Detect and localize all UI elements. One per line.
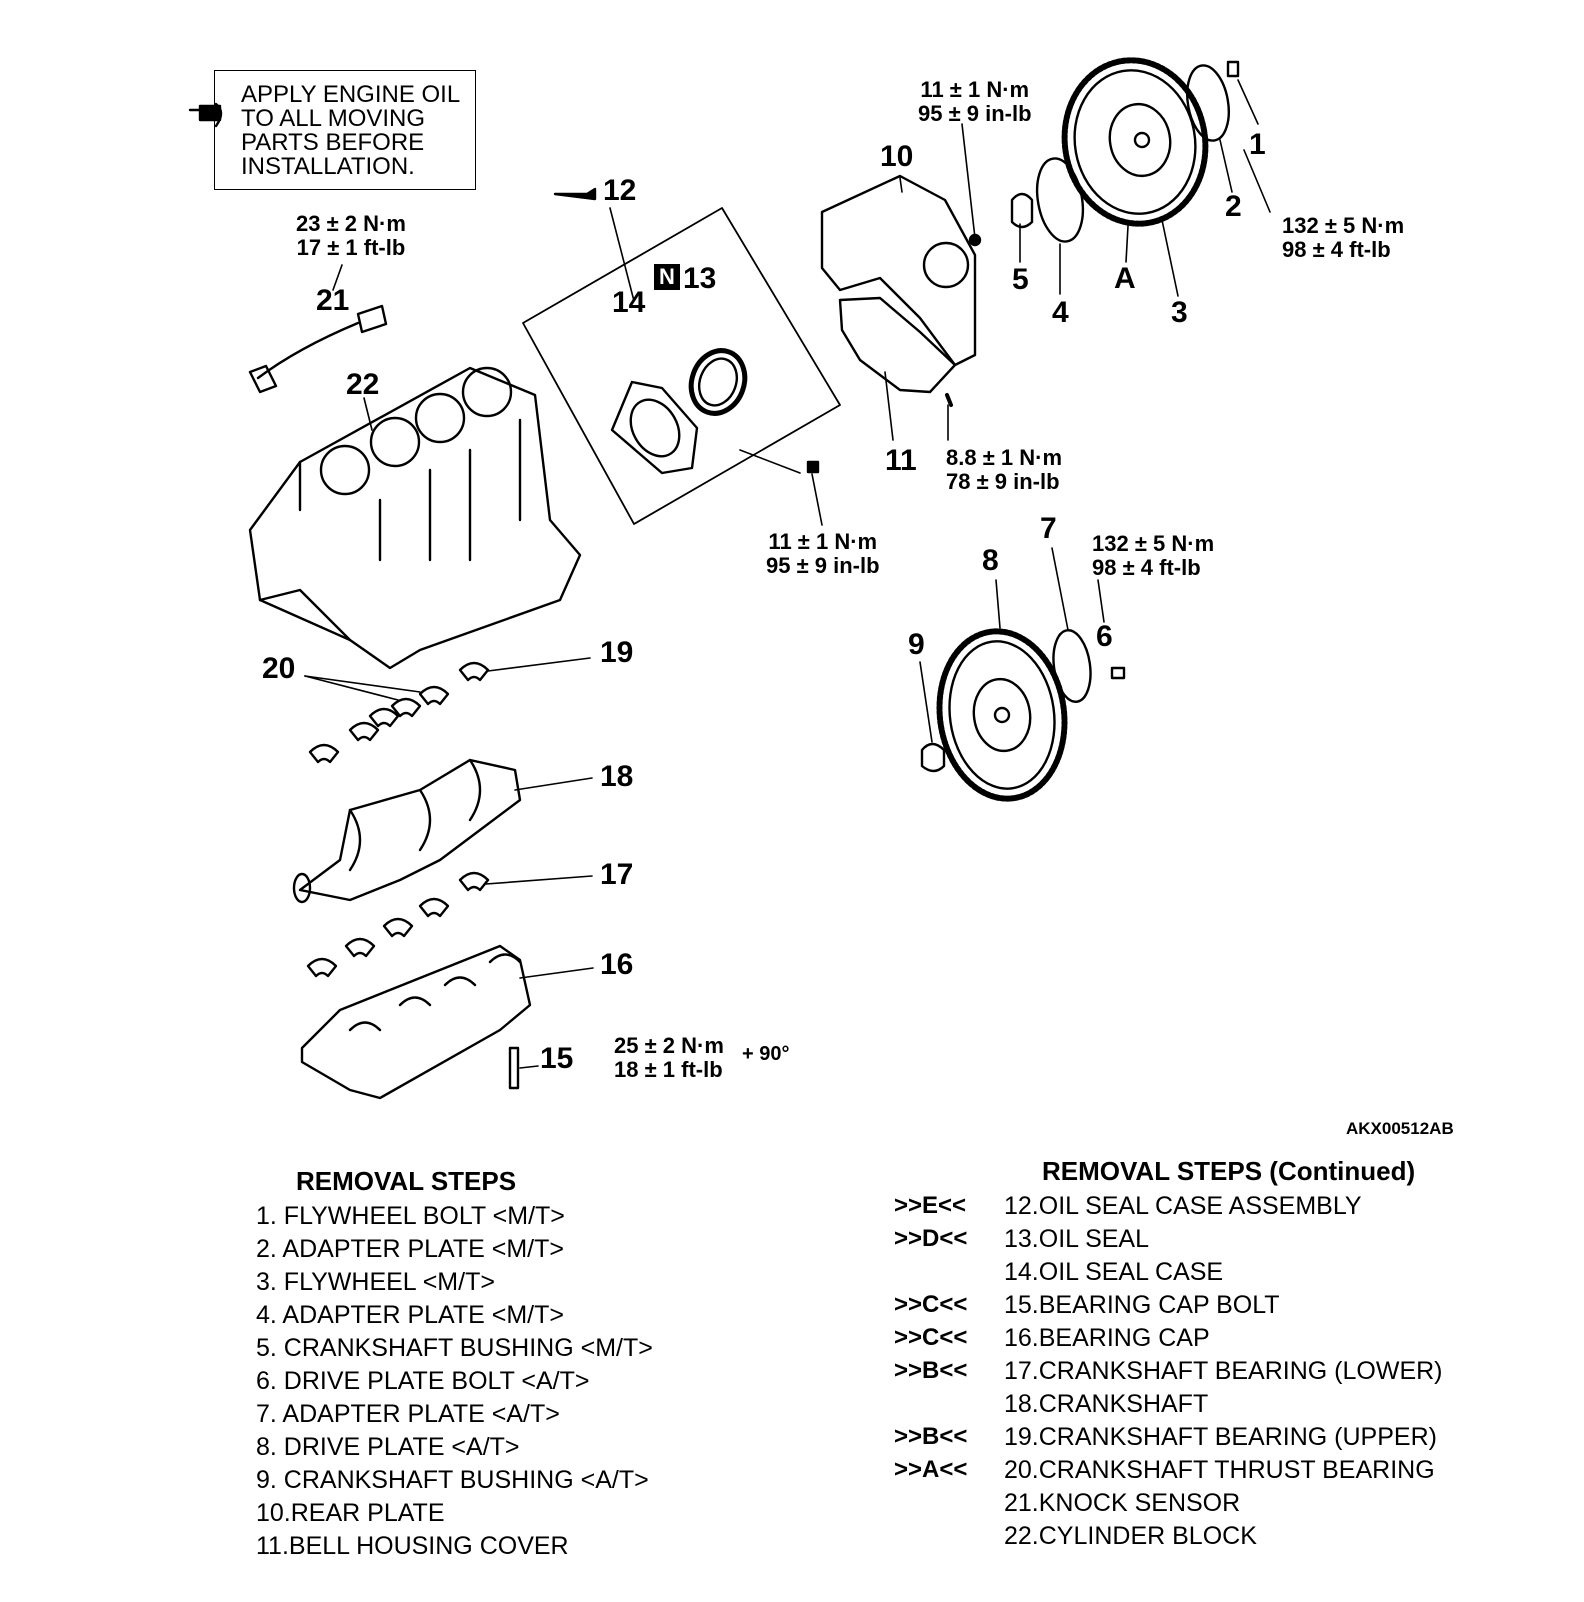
oil-seal-case-pin — [553, 187, 597, 201]
step-reference: >>C<< — [894, 1291, 968, 1318]
callout-16: 16 — [600, 948, 634, 981]
torque-angle-bearing-cap-bolt: + 90° — [742, 1043, 790, 1065]
cylinder-block — [248, 366, 582, 670]
callout-letter-a: A — [1114, 262, 1136, 295]
step-reference: >>D<< — [894, 1225, 968, 1252]
removal-step: 17.CRANKSHAFT BEARING (LOWER) — [1004, 1357, 1443, 1385]
removal-step: 1. FLYWHEEL BOLT <M/T> — [256, 1202, 565, 1230]
removal-step: 8. DRIVE PLATE <A/T> — [256, 1433, 520, 1461]
callout-13: 13 — [683, 262, 717, 295]
new-part-badge: N — [654, 264, 680, 290]
removal-step: 18.CRANKSHAFT — [1004, 1390, 1209, 1418]
callout-5: 5 — [1012, 263, 1029, 296]
callout-14: 14 — [612, 286, 646, 319]
callout-7: 7 — [1040, 512, 1057, 545]
callout-17: 17 — [600, 858, 634, 891]
bearing-cap — [300, 944, 532, 1100]
callout-19: 19 — [600, 636, 634, 669]
removal-step: 19.CRANKSHAFT BEARING (UPPER) — [1004, 1423, 1437, 1451]
callout-4: 4 — [1052, 296, 1069, 329]
step-reference: >>E<< — [894, 1192, 967, 1219]
adapter-plate-2 — [1186, 64, 1230, 142]
crankshaft-bushing-5 — [1010, 192, 1034, 229]
drive-plate — [936, 628, 1068, 802]
step-reference: >>B<< — [894, 1357, 968, 1384]
removal-step: 4. ADAPTER PLATE <M/T> — [256, 1301, 564, 1329]
oil-seal-case — [610, 380, 699, 475]
callout-21: 21 — [316, 284, 350, 317]
removal-step: 15.BEARING CAP BOLT — [1004, 1291, 1280, 1319]
removal-step: 10.REAR PLATE — [256, 1499, 445, 1527]
removal-step: 14.OIL SEAL CASE — [1004, 1258, 1224, 1286]
callout-2: 2 — [1225, 190, 1242, 223]
oil-can-icon — [188, 102, 223, 128]
callout-12: 12 — [603, 174, 637, 207]
removal-step: 21.KNOCK SENSOR — [1004, 1489, 1241, 1517]
callout-11: 11 — [885, 444, 917, 477]
crankshaft-bushing-9 — [920, 742, 946, 773]
callout-1: 1 — [1249, 128, 1266, 161]
callout-22: 22 — [346, 368, 380, 401]
callout-10: 10 — [880, 140, 914, 173]
adapter-plate-7 — [1052, 629, 1092, 703]
removal-step: 3. FLYWHEEL <M/T> — [256, 1268, 495, 1296]
callout-15: 15 — [540, 1042, 574, 1075]
removal-step: 6. DRIVE PLATE BOLT <A/T> — [256, 1367, 590, 1395]
drive-plate-bolt — [1110, 666, 1126, 680]
removal-step: 12.OIL SEAL CASE ASSEMBLY — [1004, 1192, 1362, 1220]
crankshaft-bearings-upper — [308, 661, 490, 764]
removal-step: 5. CRANKSHAFT BUSHING <M/T> — [256, 1334, 653, 1362]
flywheel — [1061, 57, 1209, 227]
removal-step: 7. ADAPTER PLATE <A/T> — [256, 1400, 560, 1428]
figure-code: AKX00512AB — [1346, 1119, 1454, 1138]
removal-step: 20.CRANKSHAFT THRUST BEARING — [1004, 1456, 1435, 1484]
step-reference: >>C<< — [894, 1324, 968, 1351]
adapter-plate-4 — [1035, 157, 1085, 243]
removal-steps-title: REMOVAL STEPS — [296, 1166, 517, 1196]
removal-step: 2. ADAPTER PLATE <M/T> — [256, 1235, 564, 1263]
removal-step: 11.BELL HOUSING COVER — [256, 1532, 569, 1560]
removal-step: 9. CRANKSHAFT BUSHING <A/T> — [256, 1466, 649, 1494]
removal-step: 22.CYLINDER BLOCK — [1004, 1522, 1257, 1550]
bell-housing-cover — [838, 296, 957, 394]
oil-seal — [688, 348, 748, 416]
crankshaft-bearings-lower — [306, 871, 490, 978]
crankshaft — [292, 758, 522, 904]
oil-seal-case-frame — [522, 207, 841, 525]
callout-8: 8 — [982, 544, 999, 577]
oil-note-text: APPLY ENGINE OIL TO ALL MOVING PARTS BEF… — [241, 81, 461, 180]
removal-step: 16.BEARING CAP — [1004, 1324, 1210, 1352]
removal-steps-continued-title: REMOVAL STEPS (Continued) — [1042, 1156, 1416, 1186]
bearing-cap-bolt — [508, 1046, 520, 1090]
flywheel-bolt — [1226, 60, 1240, 78]
callout-20: 20 — [262, 652, 296, 685]
step-reference: >>A<< — [894, 1456, 968, 1483]
removal-step: 13.OIL SEAL — [1004, 1225, 1149, 1253]
callout-6: 6 — [1096, 620, 1113, 653]
callout-18: 18 — [600, 760, 634, 793]
step-reference: >>B<< — [894, 1423, 968, 1450]
callout-3: 3 — [1171, 296, 1188, 329]
callout-9: 9 — [908, 628, 925, 661]
knock-sensor — [248, 304, 388, 394]
oil-note-box: APPLY ENGINE OIL TO ALL MOVING PARTS BEF… — [214, 70, 476, 190]
